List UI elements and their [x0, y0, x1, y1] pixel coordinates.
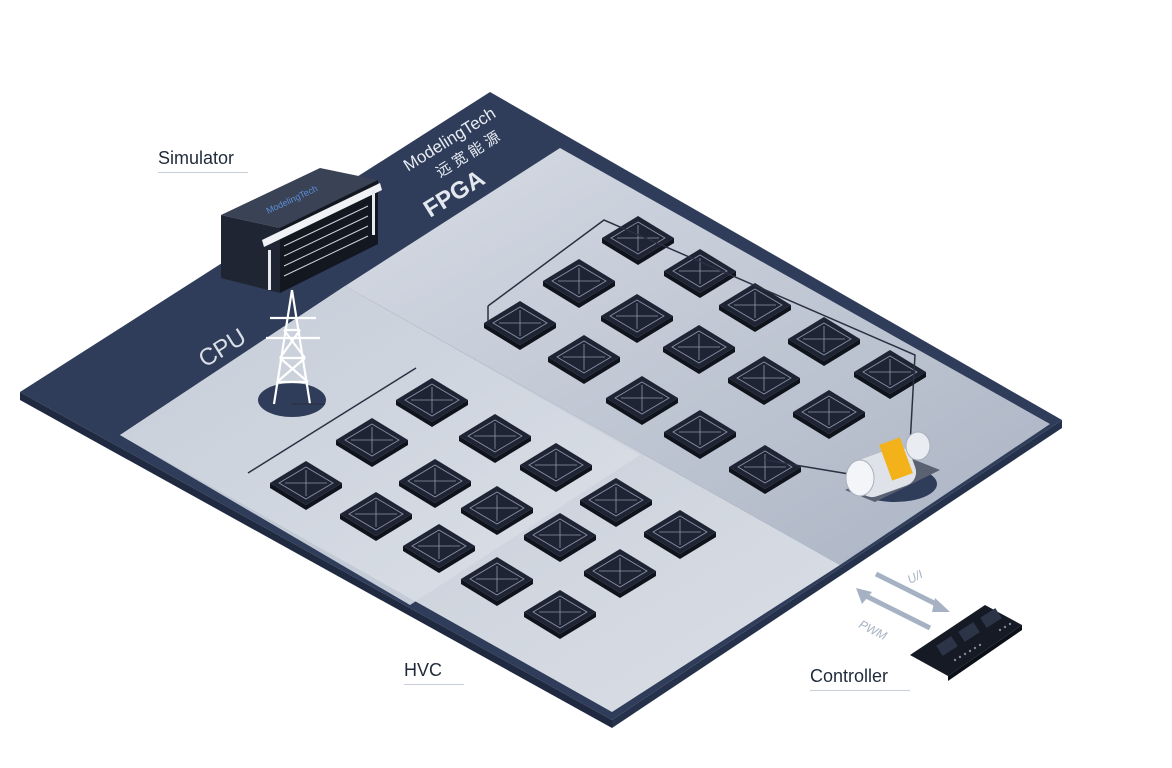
transmission-tower-icon	[258, 289, 326, 417]
chip-icon	[270, 461, 342, 510]
chip-icon	[548, 335, 620, 384]
chip-icon	[664, 410, 736, 459]
chip-icon	[728, 356, 800, 405]
chip-icon	[543, 259, 615, 308]
chip-icon	[601, 294, 673, 343]
pwm-arrow-label: PWM	[857, 617, 889, 643]
simulator-callout-line	[158, 172, 248, 173]
chip-icon	[663, 325, 735, 374]
simulator-callout: Simulator	[158, 148, 235, 168]
chip-icon	[524, 513, 596, 562]
chip-icon	[399, 459, 471, 508]
chip-icon	[403, 524, 475, 573]
controller-callout: Controller	[810, 666, 889, 686]
motor-icon	[845, 431, 940, 502]
chip-icon	[340, 492, 412, 541]
chip-icon	[580, 478, 652, 527]
chip-icon	[461, 557, 533, 606]
fpga-wiring	[487, 219, 916, 476]
chip-icon	[854, 350, 926, 399]
chip-icon	[793, 390, 865, 439]
chips-layer	[270, 216, 926, 639]
chip-icon	[459, 414, 531, 463]
chip-icon	[606, 376, 678, 425]
hvc-callout-line	[404, 684, 464, 685]
chip-icon	[336, 418, 408, 467]
signal-arrows	[856, 571, 950, 631]
ui-arrow-label: U/I	[905, 567, 926, 587]
controller-callout-line	[810, 690, 910, 691]
controller-board-icon	[910, 605, 1022, 681]
chip-icon	[461, 486, 533, 535]
chip-icon	[396, 378, 468, 427]
cpu-bus-lines	[247, 367, 417, 474]
chip-icon	[644, 510, 716, 559]
chip-icon	[584, 549, 656, 598]
hvc-callout: HVC	[404, 660, 443, 680]
chip-icon	[524, 590, 596, 639]
chip-icon	[729, 445, 801, 494]
chip-icon	[788, 317, 860, 366]
chip-icon	[484, 301, 556, 350]
chip-icon	[520, 443, 592, 492]
simulator-chassis-icon	[221, 168, 382, 293]
